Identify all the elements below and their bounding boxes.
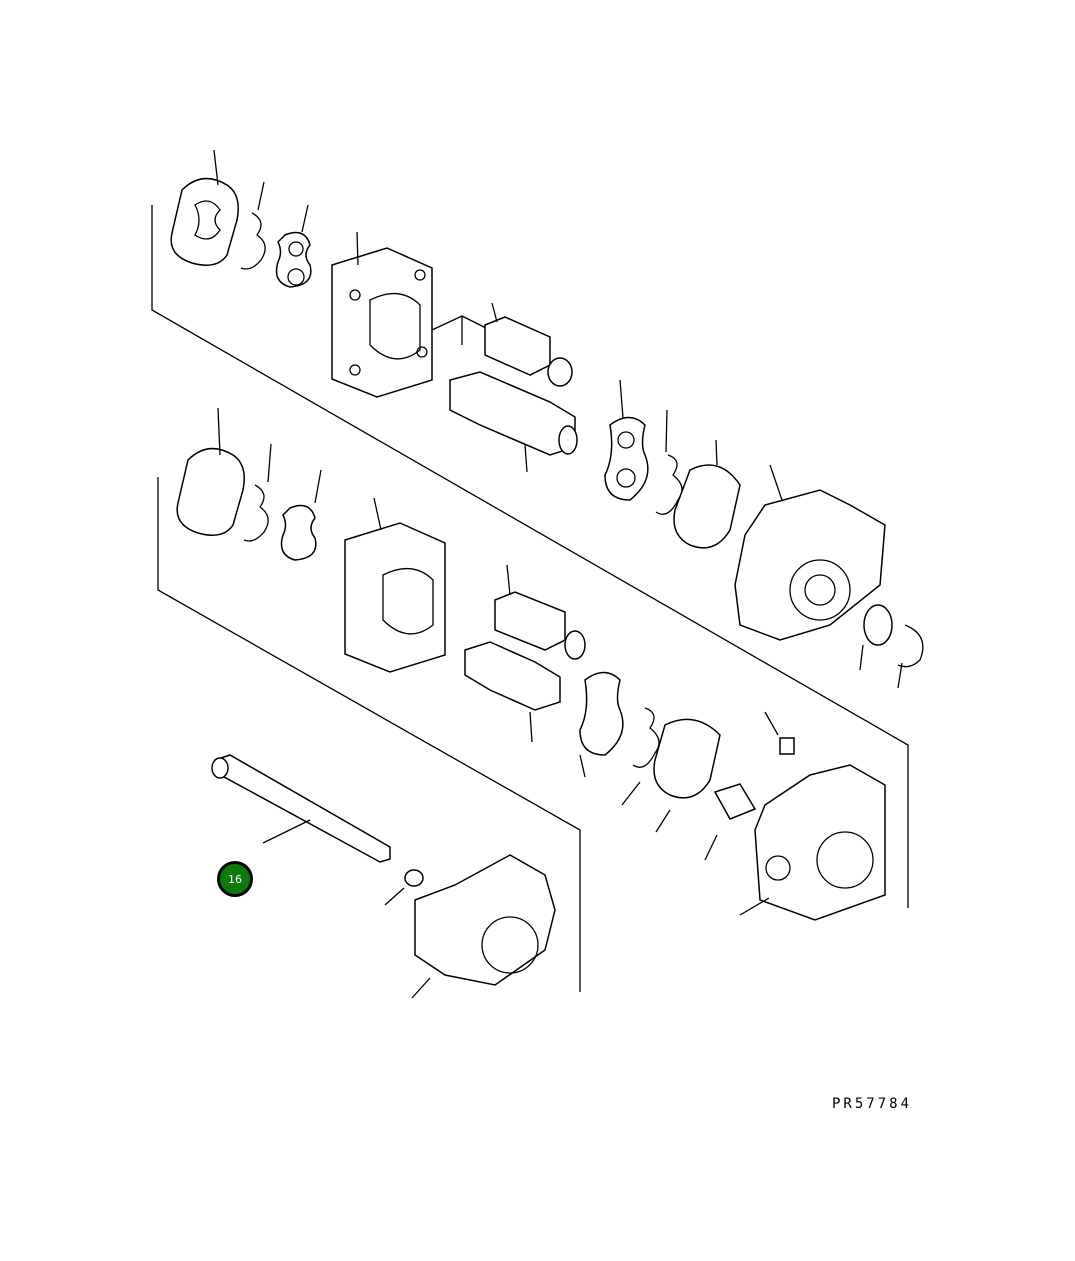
callout-badge-16[interactable]: 16 — [217, 861, 253, 897]
lower-gear-plate — [344, 522, 446, 673]
front-cover — [734, 489, 924, 668]
upper-gasket-set — [170, 177, 312, 288]
upper-gear-plate — [331, 247, 433, 398]
rear-housing — [754, 764, 886, 921]
drawing-code: PR57784 — [832, 1096, 913, 1112]
bolt-and-washer — [211, 754, 424, 887]
lower-gears — [464, 591, 586, 711]
lower-rear-gasket-set — [579, 671, 795, 820]
lower-gasket-set — [176, 447, 317, 561]
upper-gears — [449, 316, 578, 456]
assembly-frame-lines — [151, 205, 909, 992]
end-cover — [414, 854, 556, 986]
upper-rear-gasket-set — [604, 416, 741, 549]
leader-lines — [213, 149, 903, 999]
